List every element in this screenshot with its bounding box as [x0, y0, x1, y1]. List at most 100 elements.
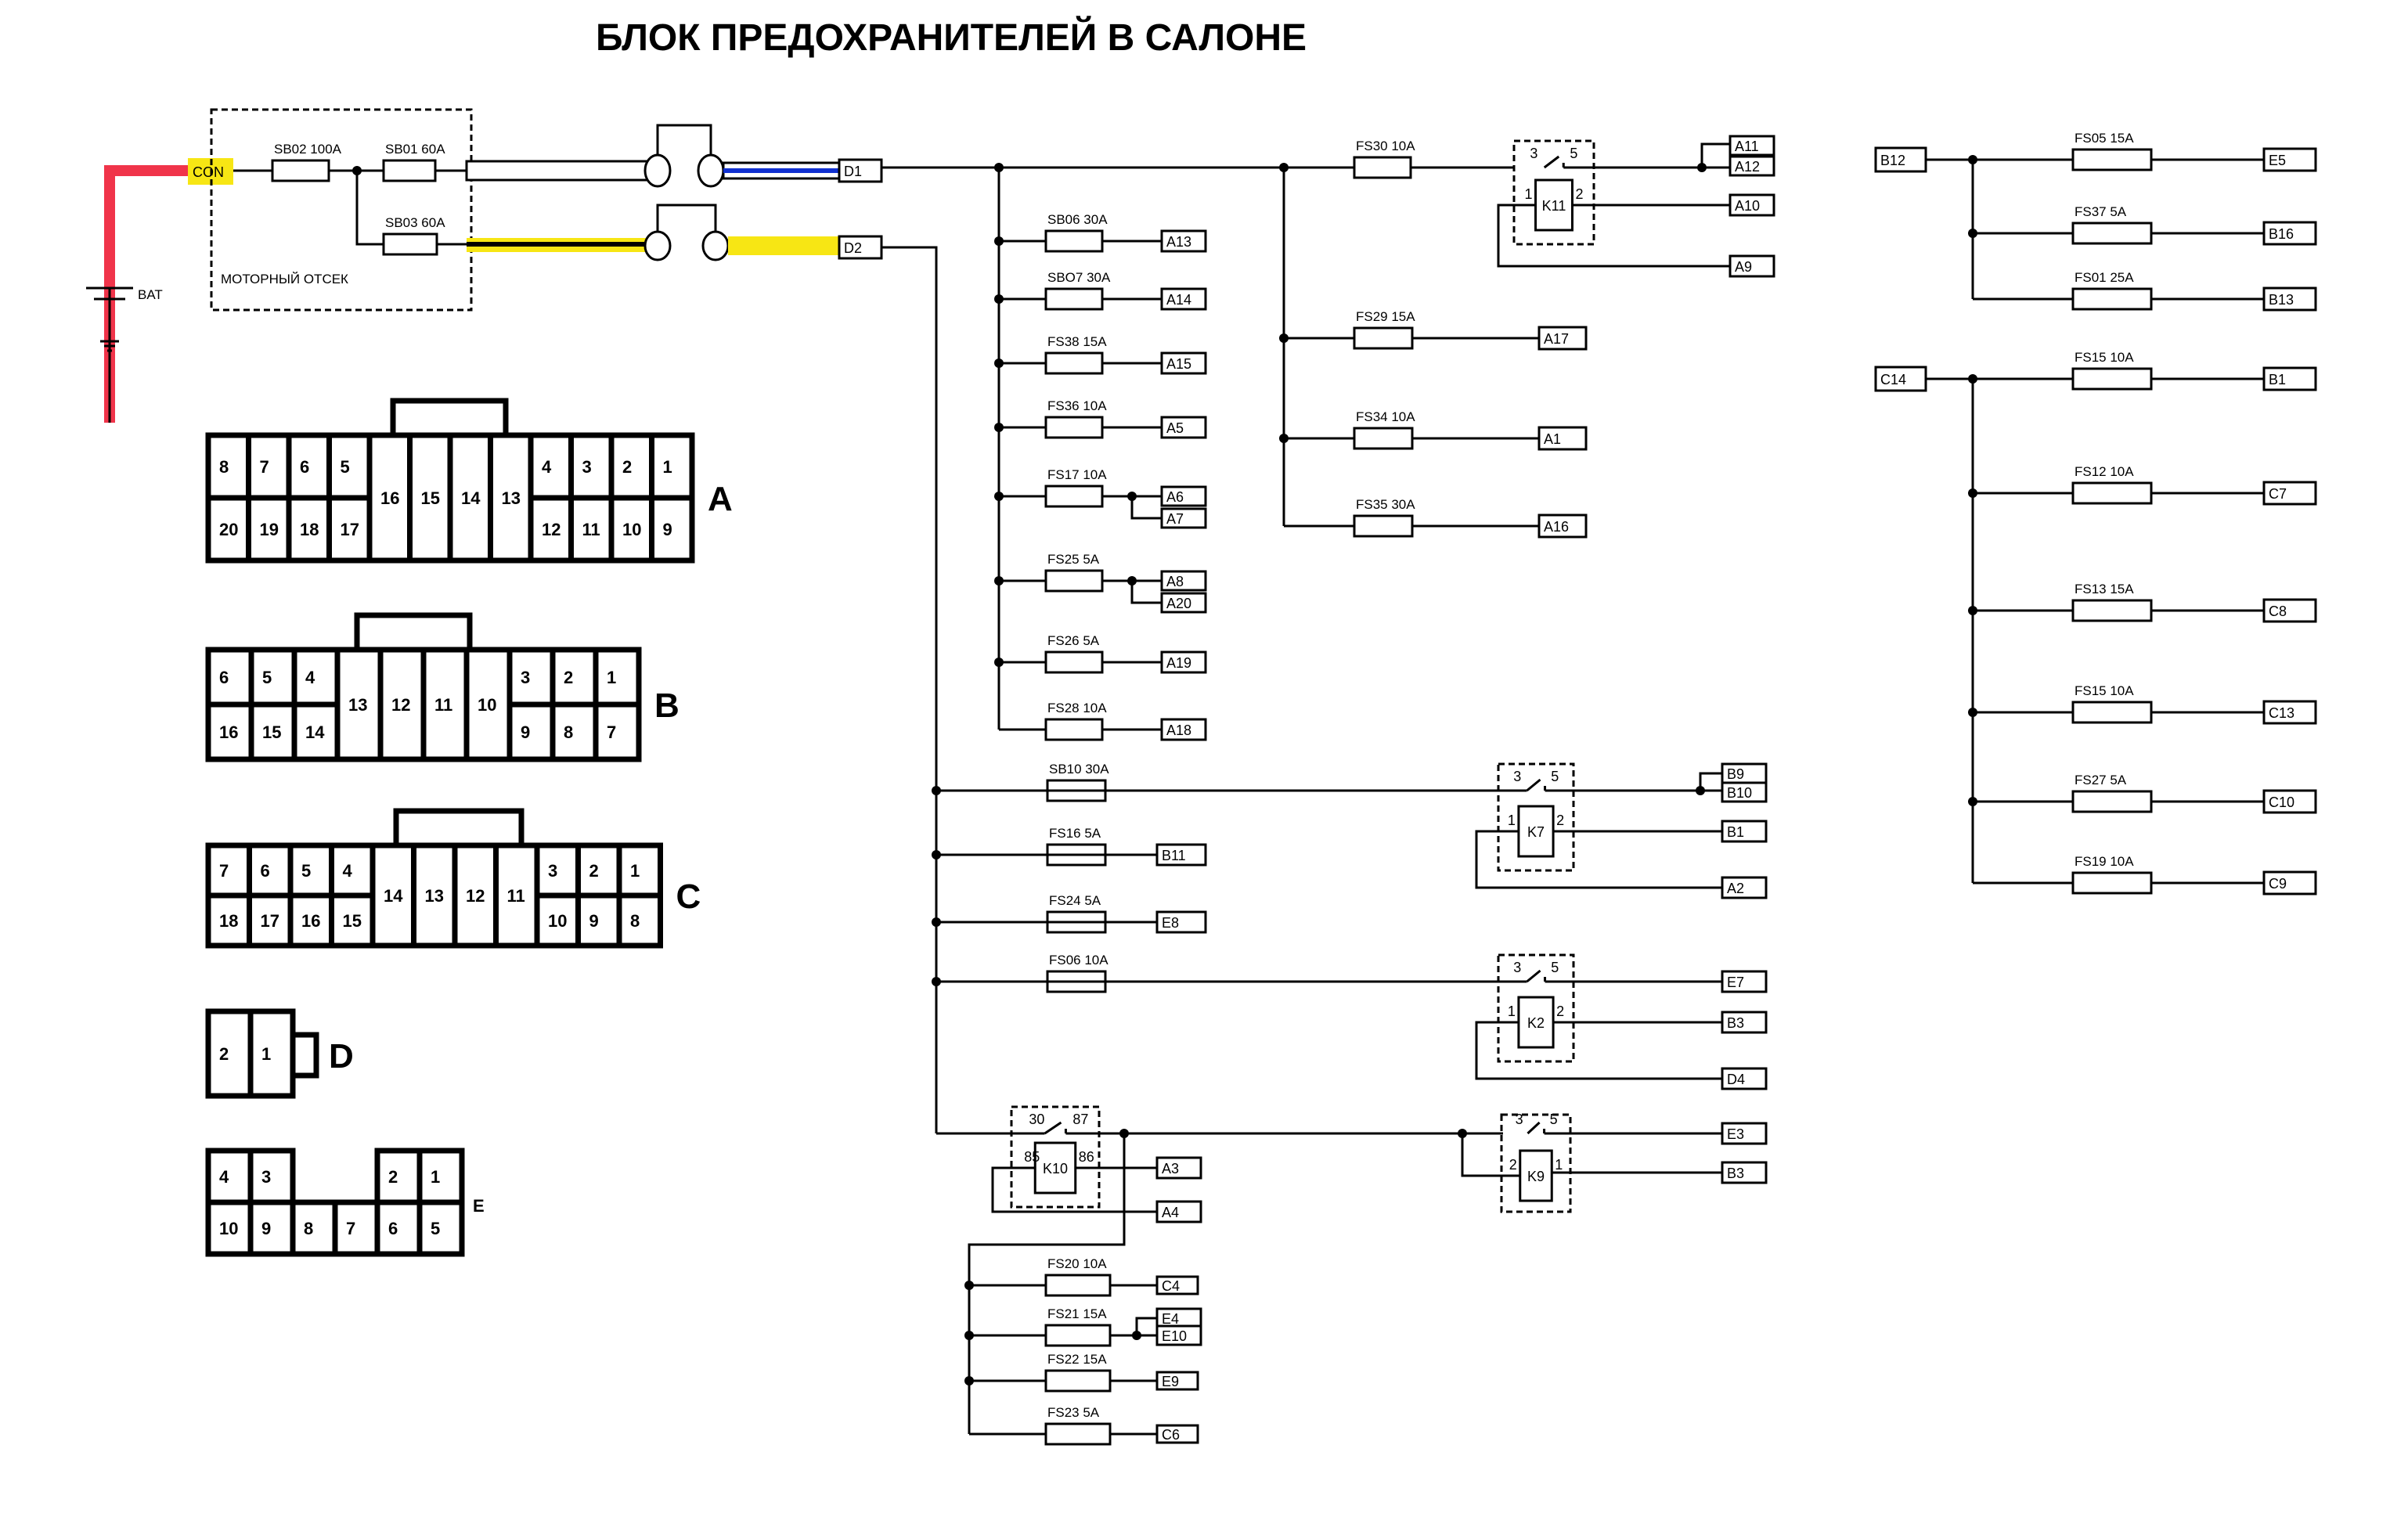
connector-pin-cell	[329, 842, 376, 899]
fuse-symbol	[2071, 287, 2153, 311]
terminal-box	[1721, 762, 1768, 784]
relay-name: K11	[1542, 198, 1566, 214]
plug-bridge	[656, 204, 717, 232]
connector-pin-number: 9	[261, 1219, 271, 1238]
con-label: CON	[193, 164, 224, 180]
connector-pin-number: 12	[391, 695, 410, 715]
fuse-label: FS38 15A	[1047, 334, 1107, 349]
relay-contact-pin: 87	[1072, 1112, 1088, 1127]
connector-pin-number: 17	[341, 520, 359, 539]
terminal-label: C6	[1162, 1427, 1180, 1443]
terminal-label: B3	[1727, 1015, 1744, 1031]
terminal-label: A4	[1162, 1205, 1179, 1220]
connector-pin-cell	[593, 647, 642, 708]
wire	[1699, 772, 1722, 791]
relay-frame	[1500, 1113, 1572, 1213]
connector-latch	[393, 808, 524, 849]
connector-pin-number: 1	[261, 1044, 271, 1064]
connector-pin-number: 11	[582, 520, 600, 539]
terminal-box	[1155, 910, 1207, 934]
terminal-label: C10	[2269, 795, 2294, 810]
fuse-label: FS15 10A	[2075, 350, 2134, 365]
connector-pin-number: 10	[548, 911, 567, 931]
connector-pin-number: 15	[421, 488, 440, 508]
fuse-symbol	[1353, 514, 1414, 538]
relay-contact-pin: 3	[1530, 146, 1537, 161]
connector-pin-number: 3	[582, 457, 592, 477]
terminal-label: B1	[1727, 824, 1744, 840]
wire	[1130, 496, 1162, 520]
wire	[1497, 204, 1730, 268]
fuse-symbol	[1353, 427, 1414, 450]
connector-pin-number: 7	[260, 457, 269, 477]
connector-pin-number: 10	[478, 695, 496, 715]
terminal-box	[1155, 1307, 1202, 1329]
terminal-box	[2262, 481, 2317, 506]
relay-coil-pin: 2	[1509, 1157, 1517, 1173]
fuse-label: FS24 5A	[1049, 893, 1101, 908]
fuse-label: FS01 25A	[2075, 270, 2134, 285]
wire	[1475, 830, 1722, 889]
connector-pin-number: 4	[305, 668, 315, 687]
connector-pin-number: 6	[300, 457, 309, 477]
connector-pin-number: 16	[301, 911, 320, 931]
connector-pin-number: 15	[262, 722, 281, 742]
relay-contact-pin: 3	[1513, 960, 1521, 975]
terminal-label: A20	[1166, 596, 1191, 611]
fuse-label: SB01 60A	[385, 142, 445, 157]
terminal-box	[1155, 1200, 1202, 1223]
relay-name: K9	[1527, 1169, 1545, 1184]
relay-coil	[1519, 1149, 1553, 1202]
connector-pin-cell	[649, 495, 695, 564]
relay-coil-pin: 1	[1555, 1157, 1563, 1173]
terminal-label: A9	[1735, 259, 1752, 275]
relay-switch-contact	[1526, 969, 1541, 983]
fuse-label: SBO7 30A	[1047, 270, 1111, 285]
connector-pin-number: 3	[548, 861, 557, 881]
connector-pin-number: 5	[341, 457, 350, 477]
connector-pin-cell	[290, 1199, 338, 1257]
fuse-label: FS20 10A	[1047, 1256, 1107, 1271]
connector-pin-number: 2	[388, 1167, 398, 1187]
connector-pin-number: 2	[622, 457, 632, 477]
fuse-symbol	[1044, 718, 1104, 741]
connector-pin-number: 13	[425, 886, 444, 906]
fuse-symbol	[1044, 416, 1104, 439]
connector-pin-cell	[332, 1199, 380, 1257]
fuse-label: FS27 5A	[2075, 773, 2127, 787]
relay-switch-contact	[1526, 778, 1541, 792]
terminal-label: B13	[2269, 292, 2294, 308]
fuse-label: FS30 10A	[1356, 139, 1415, 153]
terminal-box	[1160, 507, 1207, 529]
connector-pin-cell	[447, 432, 493, 564]
relay-coil-pin: 85	[1024, 1149, 1040, 1165]
terminal-label: B12	[1880, 153, 1905, 168]
connector-pin-number: 20	[219, 520, 238, 539]
terminal-box	[1721, 820, 1768, 843]
terminal-label: A7	[1166, 511, 1184, 527]
fuse-symbol	[2071, 367, 2153, 391]
connector-pin-cell	[291, 701, 341, 762]
fuse-symbol	[2071, 222, 2153, 245]
connector-pin-number: 16	[380, 488, 399, 508]
connector-pin-cell	[248, 647, 297, 708]
connector-pin-cell	[205, 1008, 254, 1099]
fuse-label: FS15 10A	[2075, 683, 2134, 698]
connector-pin-number: 1	[663, 457, 672, 477]
connector-pin-cell	[326, 495, 373, 564]
fuse-symbol	[1044, 1324, 1112, 1347]
relay-contact-pin: 5	[1551, 769, 1559, 784]
connector-pin-number: 7	[346, 1219, 355, 1238]
connector-pin-number: 12	[542, 520, 561, 539]
connector-pin-number: 14	[384, 886, 403, 906]
terminal-box	[1160, 570, 1207, 592]
connector-name-e: E	[473, 1196, 485, 1216]
connector-pin-number: 8	[304, 1219, 313, 1238]
connector-pin-cell	[420, 647, 470, 762]
connector-pin-cell	[616, 892, 663, 949]
terminal-label: D4	[1727, 1072, 1745, 1087]
connector-latch	[290, 1032, 319, 1079]
